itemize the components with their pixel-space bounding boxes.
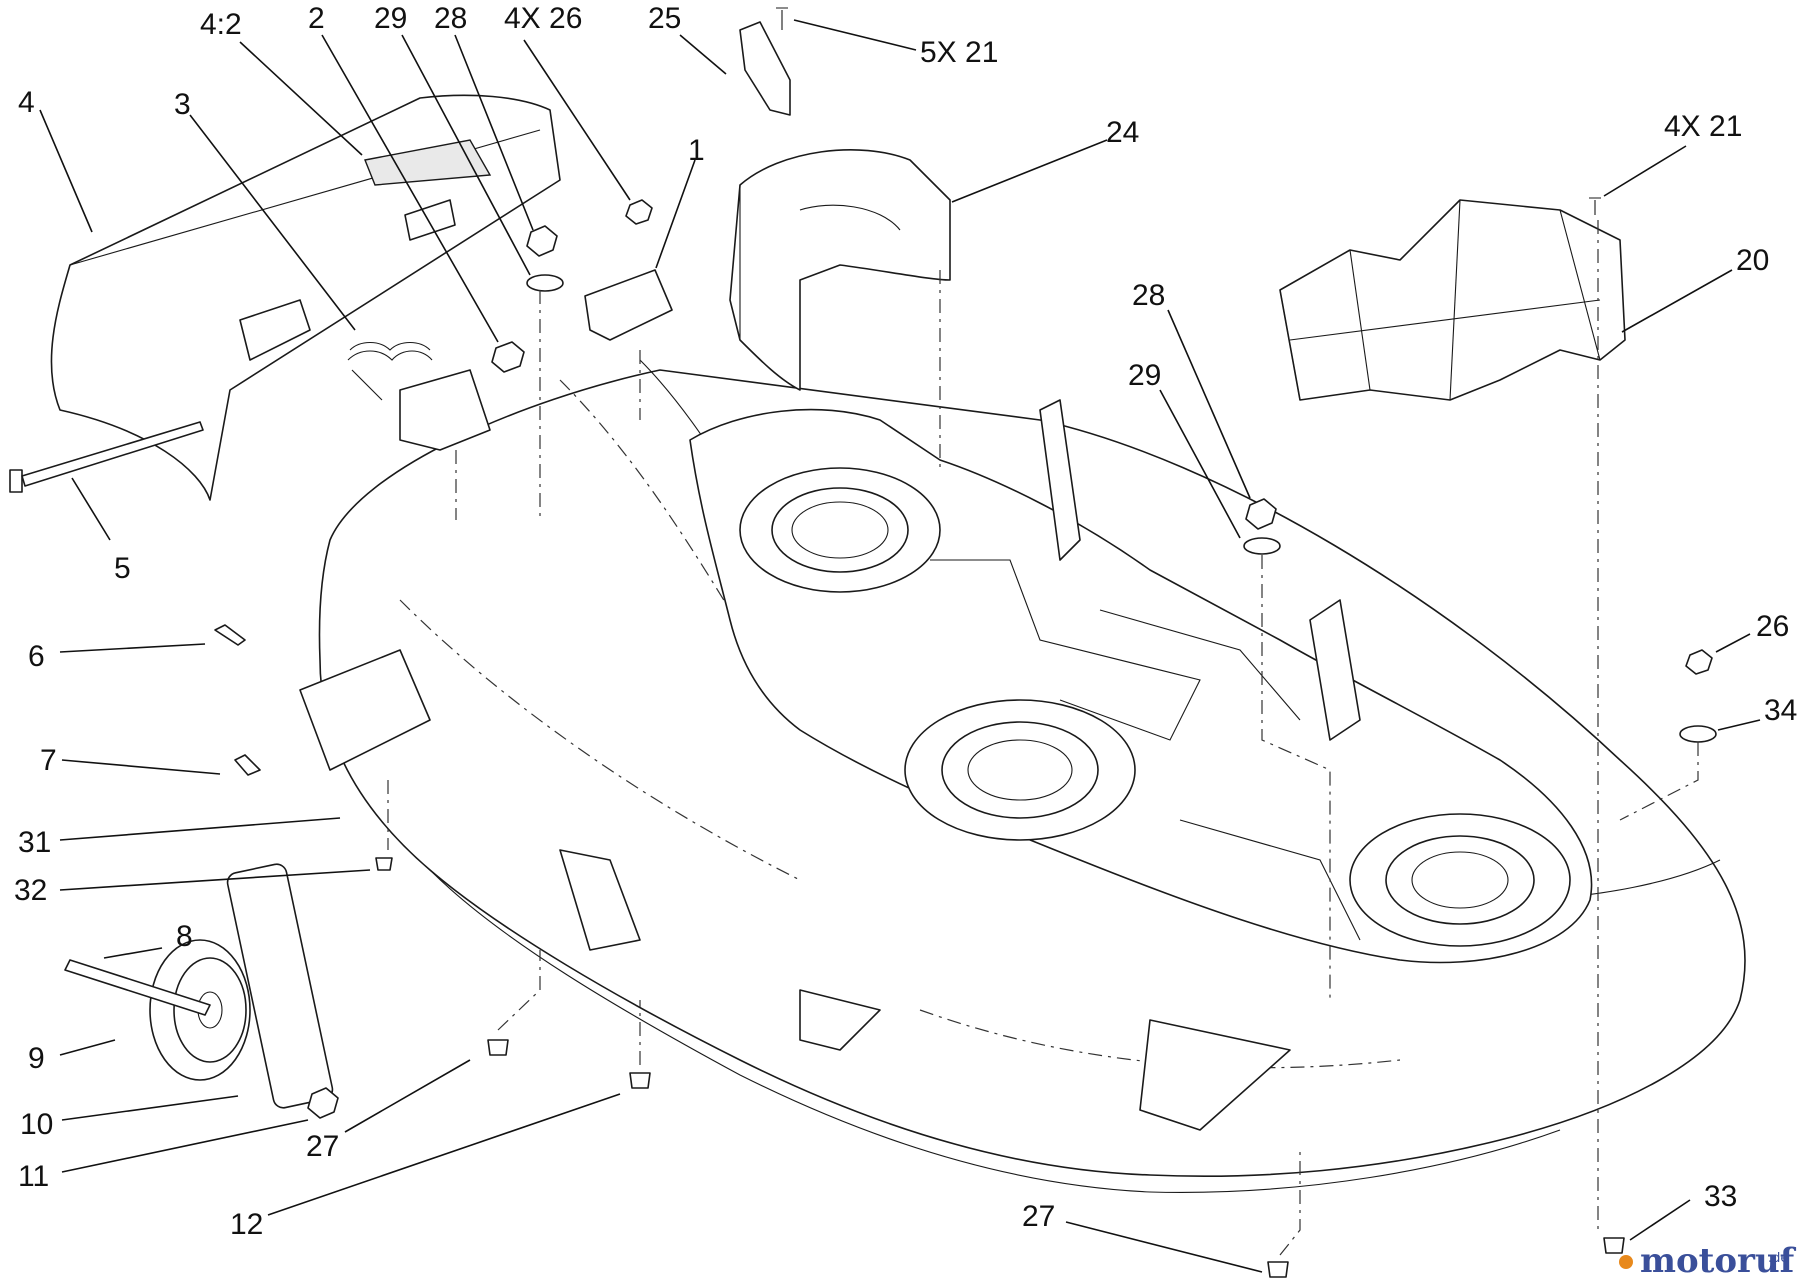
screw-33 [1603,1237,1625,1254]
callout-27-left: 27 [306,1130,339,1163]
screw-32 [375,857,393,871]
callout-20: 20 [1736,244,1769,277]
chute-decal [364,139,492,186]
callout-12: 12 [230,1208,263,1241]
spindle-left [739,467,941,593]
callout-33: 33 [1704,1180,1737,1213]
watermark-dot-icon [1619,1255,1633,1269]
callout-4: 4 [18,86,35,119]
screw-21-top [776,7,788,30]
spindle-right [1349,813,1571,947]
locknut-28-right [1245,498,1277,530]
callout-31: 31 [18,826,51,859]
leader-lines [39,19,1761,1273]
callout-3: 3 [174,88,191,121]
callout-7: 7 [40,744,57,777]
callout-29-right: 29 [1128,359,1161,392]
gauge-wheel-assembly [64,624,431,1119]
callout-10: 10 [20,1108,53,1141]
washer-34 [1679,725,1717,743]
screw-21-right [1589,197,1601,215]
callout-4x21: 4X 21 [1664,110,1742,143]
washer-29-right [1243,537,1281,555]
callout-1: 1 [688,134,705,167]
callout-24: 24 [1106,116,1139,149]
belt-cover [729,149,951,391]
carriage-bolt-27-bottom [1267,1261,1289,1278]
callout-8: 8 [176,920,193,953]
torsion-spring [347,341,433,401]
locknut-26-upper [625,199,653,225]
callout-26-right: 26 [1756,610,1789,643]
chute-bracket [399,369,491,451]
callout-25: 25 [648,2,681,35]
callout-5x21: 5X 21 [920,36,998,69]
callout-27-bottom: 27 [1022,1200,1055,1233]
watermark-suffix: .de [1768,1251,1788,1266]
callout-11: 11 [18,1160,49,1193]
callout-32: 32 [14,874,47,907]
callout-9: 9 [28,1042,45,1075]
washer-29-upper [526,274,564,292]
alignment-lines [387,220,1699,1256]
callout-4-2: 4:2 [200,8,242,41]
locknut-26-right [1685,649,1713,675]
pivot-bolt [9,421,204,493]
callout-4x26: 4X 26 [504,2,582,35]
callout-34: 34 [1764,694,1797,727]
deflector-bracket [584,269,673,341]
callout-29-top: 29 [374,2,407,35]
callout-6: 6 [28,640,45,673]
callout-28-top: 28 [434,2,467,35]
discharge-chute [50,94,561,501]
mulch-plug [1279,199,1626,401]
carriage-bolt-27-left [487,1039,509,1056]
callout-5: 5 [114,552,131,585]
carriage-bolt-12 [629,1072,651,1089]
mower-deck [318,359,1746,1193]
spindle-center [904,699,1136,841]
callout-28-right: 28 [1132,279,1165,312]
cover-bracket [739,21,791,116]
watermark: motoruf .de [1619,1241,1797,1281]
locknut-28-upper [526,225,558,257]
callout-labels: 4 4:2 3 2 29 28 4X 26 25 5X 21 1 24 4X 2… [14,2,1797,1241]
watermark-brand: motoruf [1640,1241,1797,1281]
nut-2 [491,341,525,373]
callout-2: 2 [308,2,325,35]
